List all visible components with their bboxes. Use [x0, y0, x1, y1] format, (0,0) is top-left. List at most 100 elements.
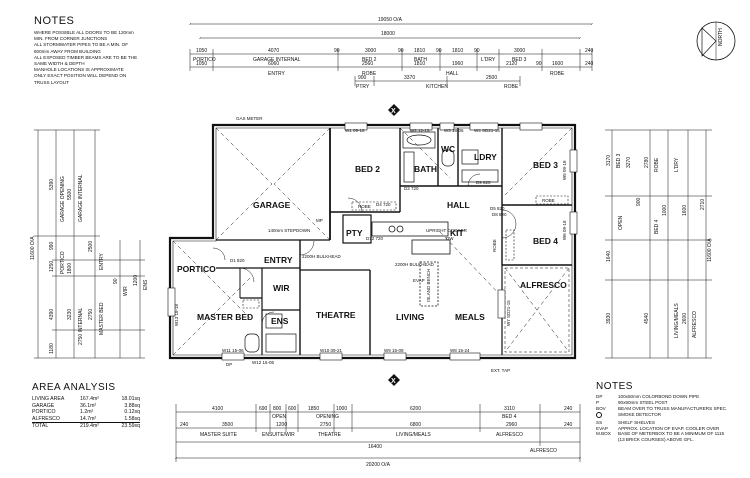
room-entry: ENTRY — [264, 255, 293, 265]
dw-label: DW — [446, 236, 454, 241]
dim-value: 6200 — [410, 406, 421, 412]
window-label: W3 18-06 — [444, 128, 464, 133]
room-bath: BATH — [414, 164, 437, 174]
dim-label: BED 2 — [362, 57, 377, 63]
dim-value: 2560 — [362, 61, 373, 67]
window-label: W11 15-06 — [222, 348, 244, 353]
area-analysis-title: AREA ANALYSIS — [32, 382, 116, 393]
legend-table: DP 100x50mm COLORBOND DOWN PIPE P 90x90m… — [596, 394, 746, 443]
area-sq: 0.12sq — [124, 409, 140, 416]
legend-text: BASE OF METERBOX TO BE A MINIMUM OF 1115 — [618, 431, 725, 437]
list-item: EVAP APPROX. LOCATION OF EVAP. COOLER OV… — [596, 426, 746, 432]
dim-value: 1640 — [606, 251, 612, 262]
robe-label: ROBE — [358, 204, 371, 209]
dim-value: 6800 — [410, 422, 421, 428]
ext-tap-label: EXT. TAP — [491, 368, 510, 373]
dim-label: PTRY — [356, 84, 370, 90]
dim-value: 240 — [564, 422, 573, 428]
dim-value: 2750 — [320, 422, 331, 428]
door-label: D4 720 — [376, 202, 391, 207]
bottom-dimensions — [176, 404, 580, 462]
room-hall: HALL — [447, 200, 470, 210]
dim-value: 4070 — [268, 48, 279, 54]
dim-label: L'DRY — [674, 157, 680, 172]
dim-value: 1960 — [452, 61, 463, 67]
dim-overall-right: 11600 O/A — [707, 238, 713, 262]
dim-value: 5500 — [67, 189, 73, 200]
door-label: D12 720 — [366, 236, 384, 241]
dim-overall-bottom: 20200 O/A — [366, 462, 391, 468]
window-label: W4 SD21-15 — [474, 128, 500, 133]
door-label: D8 820 — [492, 212, 507, 217]
gas-meter-label: GAS METER — [236, 116, 263, 121]
room-bed2: BED 2 — [355, 164, 380, 174]
dim-label: ROBE — [654, 157, 660, 172]
smoke-detector-icon — [596, 411, 618, 420]
dim-value: 240 — [180, 422, 189, 428]
room-alfresco: ALFRESCO — [520, 280, 567, 290]
legend-code: EVAP — [596, 425, 608, 431]
right-dimensions — [605, 129, 712, 359]
dim-label: WIR — [123, 286, 129, 296]
table-row: LIVING AREA 167.4m² 18.01sq — [32, 396, 140, 403]
dim-value: 3000 — [514, 48, 525, 54]
dim-label: BED 4 — [502, 414, 517, 420]
note-line: MANHOLE LOCATIONS IS APPROXIMATE — [34, 67, 124, 73]
window-label: W13 18-18 — [174, 303, 179, 326]
dim-value: 1850 — [308, 406, 319, 412]
dim-label: ROBE — [362, 71, 377, 77]
room-wc: WC — [441, 144, 455, 154]
area-analysis-table: LIVING AREA 167.4m² 18.01sq GARAGE 36.1m… — [32, 396, 140, 430]
list-item: (13 BRICK COURSES) ABOVE GFL. — [596, 437, 746, 443]
legend-text: (13 BRICK COURSES) ABOVE GFL. — [618, 437, 694, 443]
dim-value: 2500 — [486, 75, 497, 81]
robe-label: ROBE — [492, 239, 497, 252]
legend-text: 100x50mm COLORBOND DOWN PIPE — [618, 394, 700, 399]
dim-value: 90 — [113, 278, 119, 284]
area-m2: 167.4m² — [80, 396, 100, 402]
dim-label: 2750 INTERNAL — [78, 308, 84, 345]
windows — [167, 122, 578, 361]
note-line: TRUSS LAYOUT — [34, 79, 69, 85]
room-ldry: LDRY — [474, 152, 497, 162]
window-label: W2 12-15 — [410, 128, 430, 133]
legend-text: SHELF SHELVES — [618, 419, 655, 425]
dim-value: 3930 — [606, 313, 612, 324]
notes-title: NOTES — [34, 15, 75, 27]
list-item: SS SHELF SHELVES — [596, 420, 746, 426]
dim-mid-top: 18000 — [381, 31, 395, 37]
dim-label: KITCHEN — [426, 84, 448, 90]
dim-label: MASTER SUITE — [200, 432, 238, 438]
dim-value: 2710 — [700, 199, 706, 210]
dim-value: 1200 — [276, 422, 287, 428]
dim-value: 600 — [288, 406, 297, 412]
note-line: 600mm AWAY FROM BUILDING — [34, 48, 101, 54]
legend-code: P — [596, 399, 600, 405]
dim-label: ENSUITE/WIR — [262, 432, 295, 438]
dim-value: 800 — [273, 406, 282, 412]
section-marker-top-icon: X — [388, 104, 400, 116]
list-item: P 90x90mm STEEL POST — [596, 400, 746, 406]
dim-value: 900 — [358, 75, 367, 81]
dim-value: 1050 — [196, 61, 207, 67]
island-label: ISLAND BENCH — [426, 269, 431, 302]
list-item: DP 100x50mm COLORBOND DOWN PIPE — [596, 394, 746, 400]
room-bed4: BED 4 — [533, 236, 558, 246]
legend-code — [596, 437, 618, 443]
roof-lines — [172, 127, 573, 356]
area-sq: 3.88sq — [124, 402, 140, 409]
stepdown-label: 140mm STEPDOWN — [268, 228, 310, 233]
room-pty: PTY — [346, 228, 363, 238]
legend-code: SS — [596, 419, 603, 425]
table-row: GARAGE 36.1m² 3.88sq — [32, 403, 140, 410]
dim-value: 6060 — [268, 61, 279, 67]
window-label: W9 15-09 — [384, 348, 404, 353]
list-item: BOV BEAM OVER TO TRUSS MANUFACTURERS SPE… — [596, 406, 746, 412]
dim-label: BED 4 — [654, 219, 660, 234]
area-name: PORTICO — [32, 409, 56, 416]
dim-value: 1000 — [336, 406, 347, 412]
dim-value: 1810 — [414, 48, 425, 54]
dim-value: 1810 — [414, 61, 425, 67]
note-line: WHERE POSSIBLE ALL DOORS TO BE 120mm — [34, 30, 134, 35]
room-garage: GARAGE — [253, 200, 291, 210]
